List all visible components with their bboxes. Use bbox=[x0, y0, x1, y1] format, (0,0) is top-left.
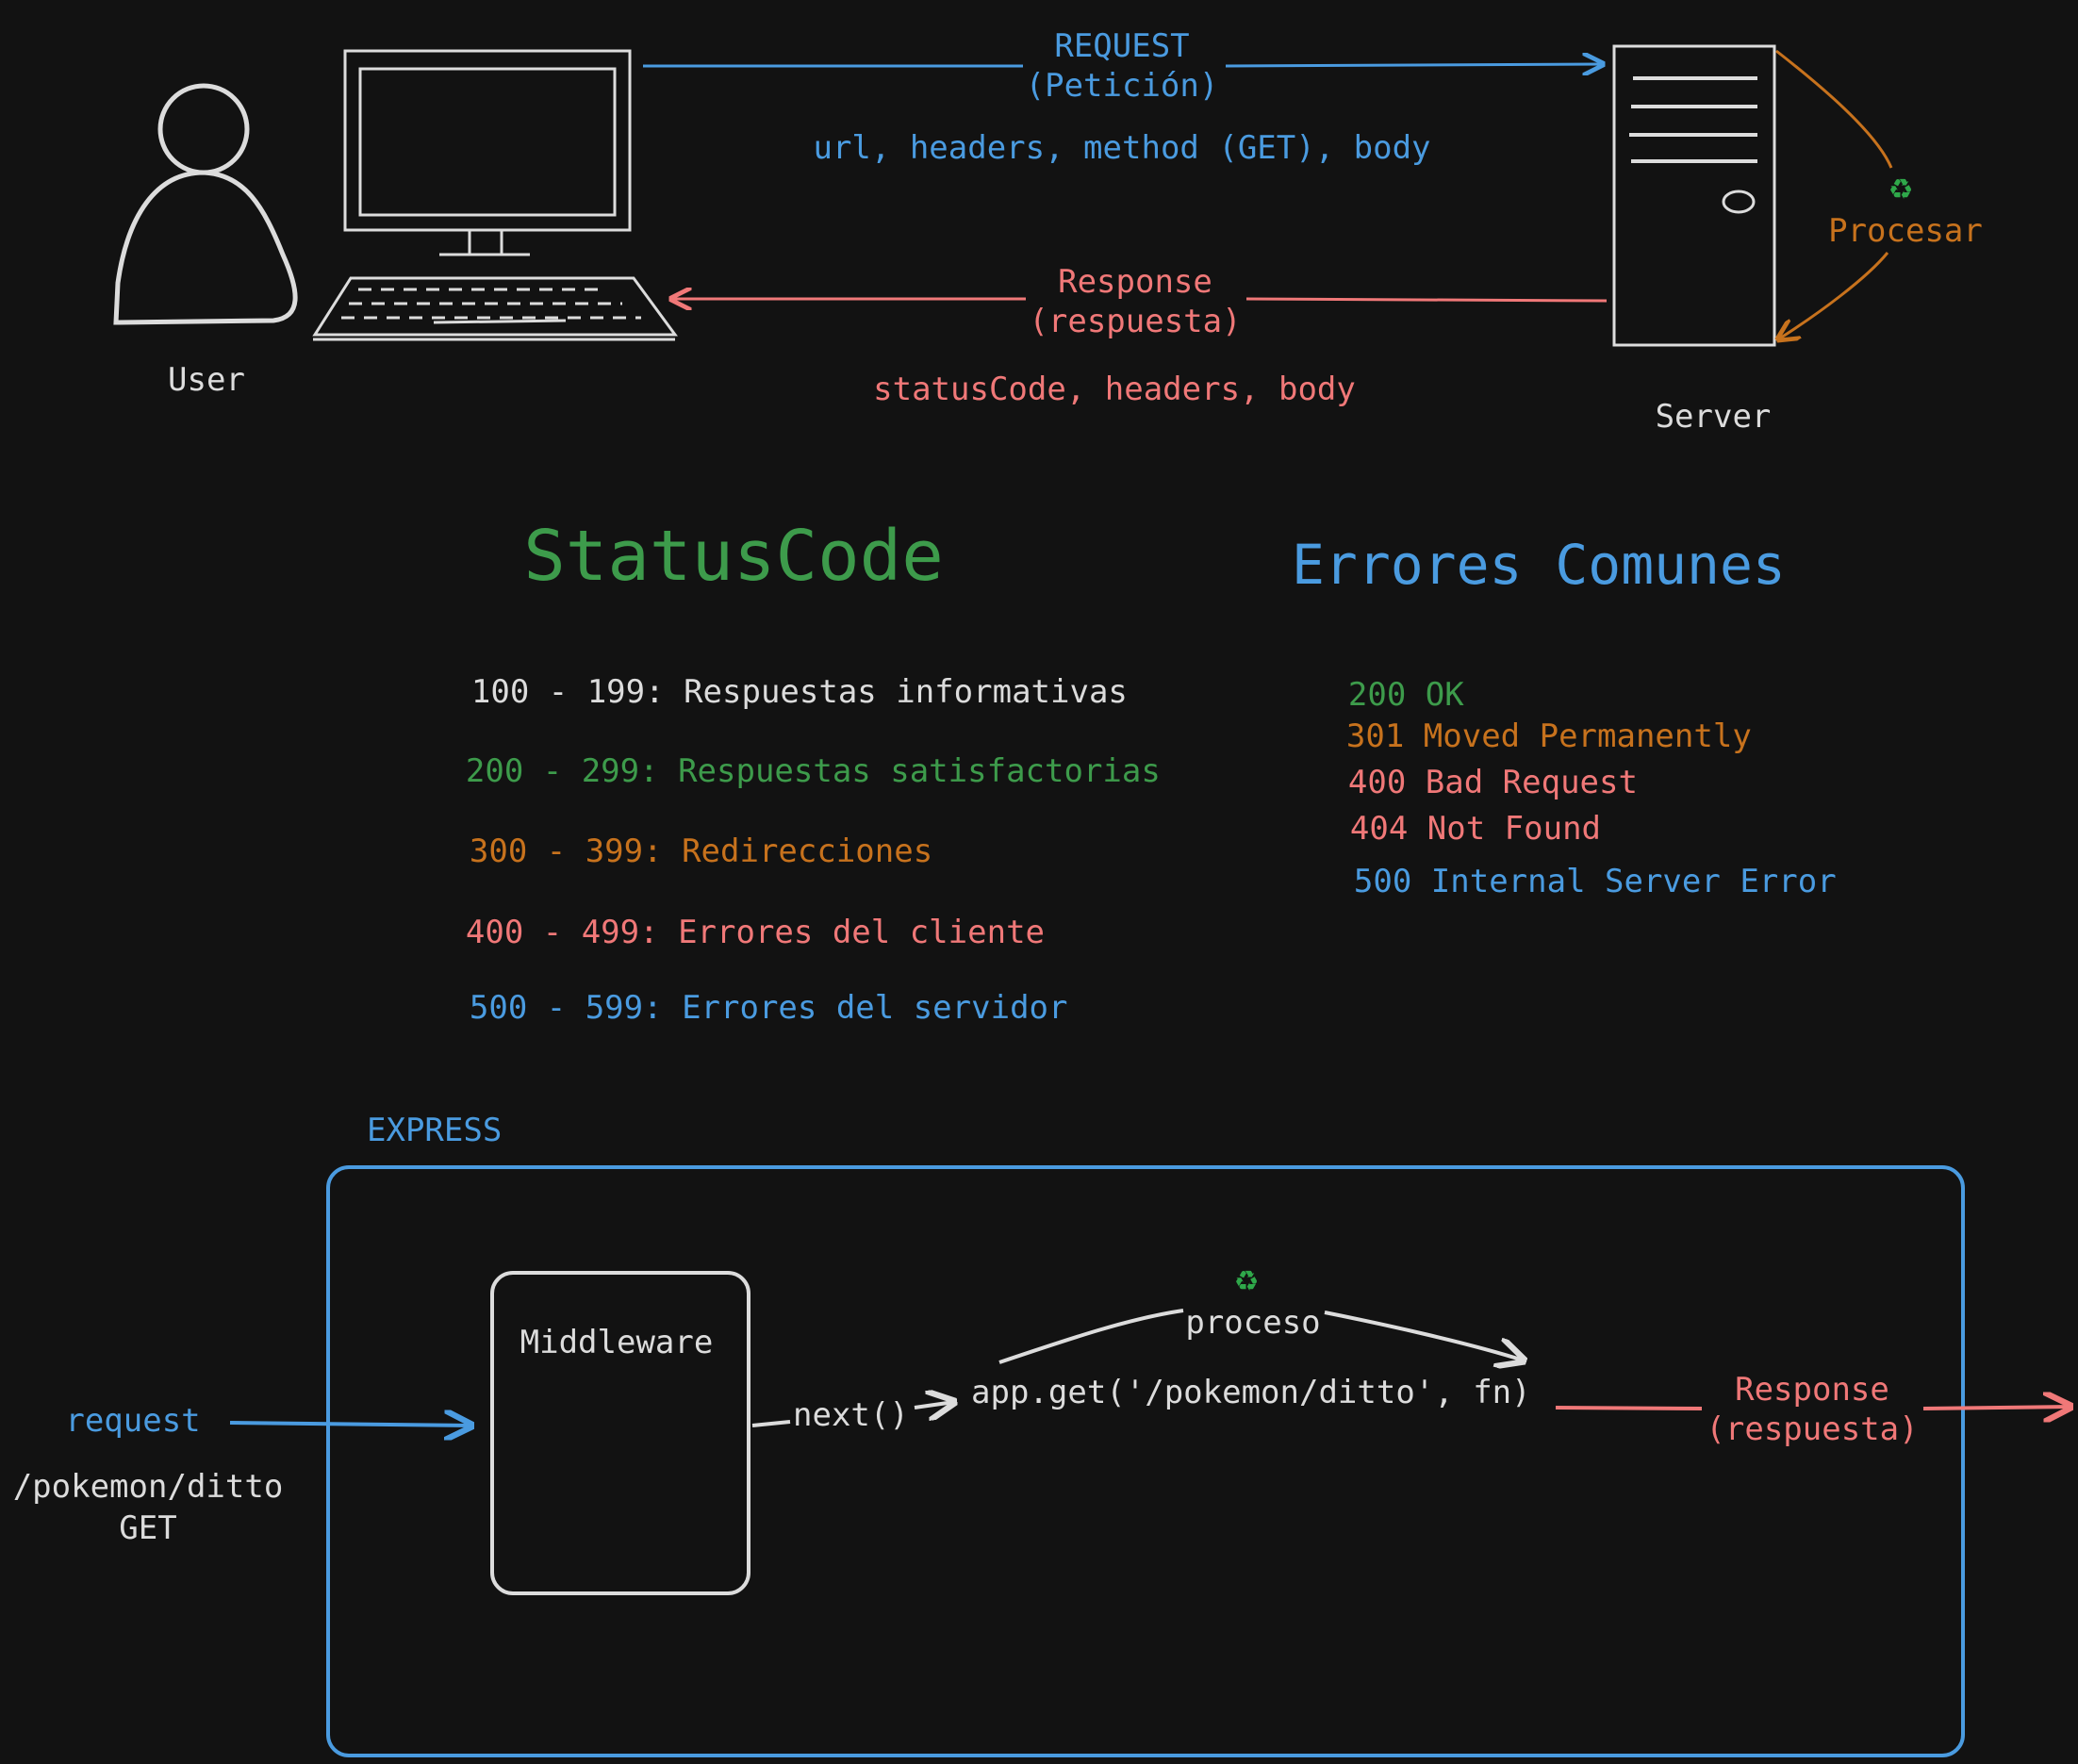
request-sub-label: (Petición) bbox=[1025, 67, 1219, 105]
next-label: next() bbox=[793, 1396, 909, 1434]
status-range-5xx: 500 - 599: Errores del servidor bbox=[392, 960, 1068, 1056]
error-text: Bad Request bbox=[1425, 764, 1638, 801]
recycle-icon: ♻ bbox=[1889, 165, 1913, 208]
error-text: Moved Permanently bbox=[1423, 717, 1752, 755]
express-request-path: /pokemon/ditto bbox=[12, 1468, 284, 1506]
status-range-text: Redirecciones bbox=[682, 833, 933, 870]
express-response-arrow bbox=[1555, 1407, 2070, 1409]
response-sub-label: (respuesta) bbox=[1029, 303, 1242, 340]
express-title: EXPRESS bbox=[367, 1112, 503, 1149]
request-fields: url, headers, method (GET), body bbox=[813, 129, 1431, 167]
server-label: Server bbox=[1655, 398, 1772, 436]
status-range: 500 - 599: bbox=[469, 989, 663, 1027]
recycle-icon: ♻ bbox=[1235, 1257, 1259, 1300]
error-code: 404 bbox=[1349, 810, 1409, 848]
status-range-1xx: 100 - 199: Respuestas informativas bbox=[394, 644, 1128, 740]
error-code: 200 bbox=[1347, 676, 1407, 714]
next-arrow bbox=[914, 1402, 954, 1408]
error-code: 301 bbox=[1345, 717, 1405, 755]
proceso-label: proceso bbox=[1185, 1304, 1321, 1342]
express-response-sub-label: (respuesta) bbox=[1706, 1410, 1919, 1448]
handler-label: app.get('/pokemon/ditto', fn) bbox=[971, 1374, 1531, 1411]
process-label: Procesar bbox=[1828, 212, 1983, 250]
error-500: 500 Internal Server Error bbox=[1277, 833, 1837, 930]
error-404: 404 Not Found bbox=[1273, 781, 1601, 877]
request-arrow bbox=[643, 64, 1603, 66]
common-errors-title: Errores Comunes bbox=[1292, 533, 1786, 597]
status-range-text: Errores del cliente bbox=[678, 914, 1046, 951]
error-301: 301 Moved Permanently bbox=[1269, 688, 1752, 784]
computer-icon bbox=[312, 49, 678, 341]
proceso-arc bbox=[998, 1309, 1524, 1362]
error-text: Not Found bbox=[1427, 810, 1602, 848]
user-label: User bbox=[168, 361, 245, 399]
request-label: REQUEST bbox=[1054, 27, 1190, 65]
status-range: 400 - 499: bbox=[465, 914, 659, 951]
next-connector bbox=[751, 1420, 791, 1427]
error-code: 400 bbox=[1347, 764, 1407, 801]
status-range-text: Errores del servidor bbox=[682, 989, 1068, 1027]
express-request-label: request bbox=[65, 1402, 201, 1440]
express-container bbox=[326, 1165, 1965, 1757]
middleware-label: Middleware bbox=[520, 1324, 714, 1361]
status-range-4xx: 400 - 499: Errores del cliente bbox=[388, 884, 1045, 981]
error-code: 500 bbox=[1353, 863, 1412, 900]
process-loop-arrow bbox=[1776, 49, 1893, 339]
express-response-label: Response bbox=[1735, 1371, 1889, 1409]
error-text: OK bbox=[1425, 676, 1464, 714]
error-400: 400 Bad Request bbox=[1271, 734, 1638, 831]
status-range-text: Respuestas informativas bbox=[684, 673, 1128, 711]
express-request-arrow bbox=[229, 1423, 471, 1426]
status-range-text: Respuestas satisfactorias bbox=[678, 752, 1161, 790]
server-icon bbox=[1612, 44, 1776, 347]
status-range: 200 - 299: bbox=[465, 752, 659, 790]
status-range: 300 - 399: bbox=[469, 833, 663, 870]
user-icon bbox=[113, 83, 298, 325]
response-arrow bbox=[671, 299, 1608, 301]
status-range-2xx: 200 - 299: Respuestas satisfactorias bbox=[388, 723, 1161, 819]
status-code-title: StatusCode bbox=[523, 516, 944, 597]
status-range-3xx: 300 - 399: Redirecciones bbox=[392, 803, 932, 899]
response-fields: statusCode, headers, body bbox=[873, 371, 1356, 408]
express-request-method: GET bbox=[119, 1509, 177, 1547]
status-range: 100 - 199: bbox=[470, 673, 665, 711]
response-label: Response bbox=[1058, 263, 1212, 301]
error-200: 200 OK bbox=[1271, 647, 1464, 743]
middleware-box bbox=[490, 1271, 750, 1595]
error-text: Internal Server Error bbox=[1430, 863, 1837, 900]
